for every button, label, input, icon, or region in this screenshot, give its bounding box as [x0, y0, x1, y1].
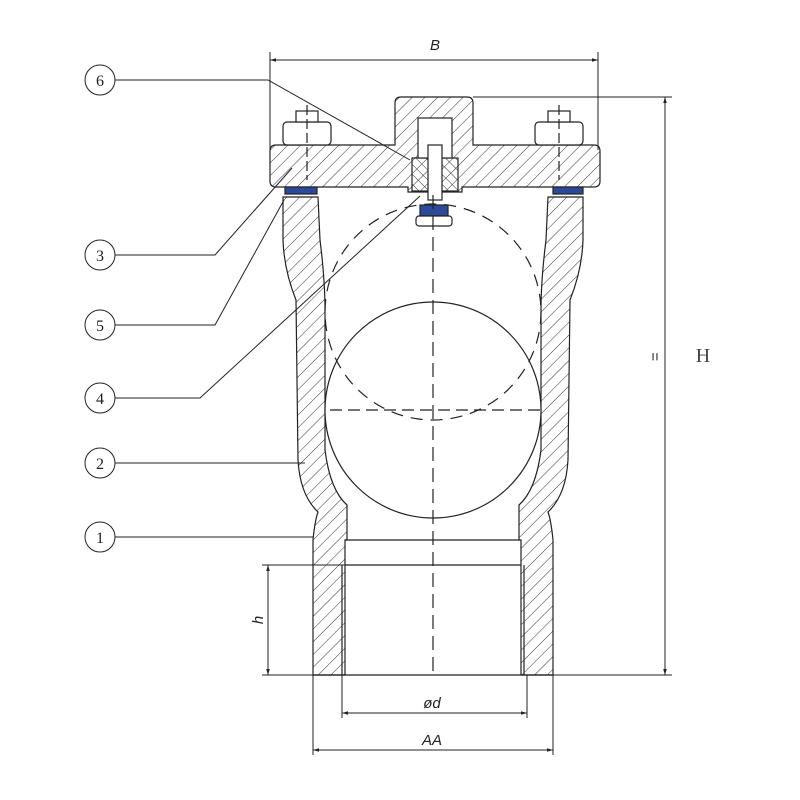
svg-text:1: 1: [96, 530, 104, 547]
gasket-disc: [419, 204, 449, 217]
dim-d-label: ød: [423, 695, 441, 712]
dim-H-label: H: [696, 345, 710, 367]
dim-B-label: B: [430, 37, 440, 54]
gasket-left: [284, 186, 318, 195]
body-left-wall: [282, 196, 348, 676]
callout-2: 2: [84, 447, 116, 479]
callout-6: 6: [84, 64, 116, 96]
svg-text:4: 4: [96, 391, 104, 408]
dim-H-mark: =: [647, 352, 664, 361]
callout-5: 5: [84, 309, 116, 341]
nut-left: [282, 105, 332, 180]
callout-4: 4: [84, 382, 116, 414]
svg-text:3: 3: [96, 248, 104, 265]
dim-AA-label: AA: [421, 732, 442, 749]
svg-text:6: 6: [96, 73, 104, 90]
body-right-wall: [518, 196, 584, 676]
nut-right: [534, 105, 584, 180]
svg-text:5: 5: [96, 318, 104, 335]
svg-text:2: 2: [96, 456, 104, 473]
callout-1: 1: [84, 521, 116, 553]
gasket-right: [552, 186, 584, 195]
callout-3: 3: [84, 239, 116, 271]
dim-h-label: h: [250, 616, 267, 624]
